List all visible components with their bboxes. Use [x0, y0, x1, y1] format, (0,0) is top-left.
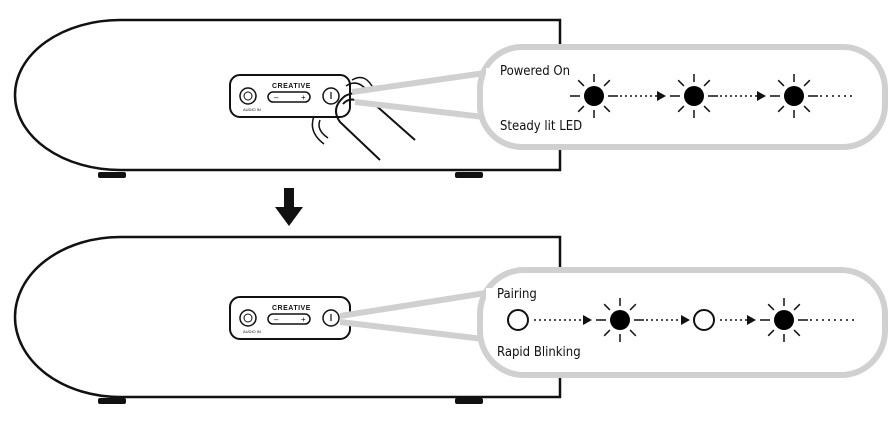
- state-title: Pairing: [497, 287, 537, 302]
- sequence-arrow: [534, 315, 592, 325]
- brand-label: CREATIVE: [272, 83, 311, 90]
- state-subtitle: Rapid Blinking: [497, 345, 581, 360]
- led-lit-icon: [770, 74, 818, 118]
- svg-text:+: +: [301, 315, 306, 324]
- led-sequence: [570, 74, 856, 118]
- foot-right: [455, 172, 483, 178]
- led-sequence: [507, 298, 856, 342]
- led-off-icon: [507, 309, 529, 331]
- callout-top: Powered On Steady lit LED: [351, 44, 888, 150]
- led-lit-icon: [596, 298, 644, 342]
- speaker-bottom: AUDIO IN CREATIVE – + Pairing Rapid Blin…: [13, 235, 888, 404]
- down-arrow-icon: [275, 188, 303, 226]
- svg-text:AUDIO IN: AUDIO IN: [243, 329, 261, 334]
- callout-bottom: Pairing Rapid Blinking: [339, 267, 888, 378]
- control-panel-bottom: AUDIO IN CREATIVE – +: [229, 296, 351, 340]
- speaker-top: AUDIO IN CREATIVE – + Powered On Steady …: [13, 18, 888, 178]
- led-lit-icon: [670, 74, 718, 118]
- state-title: Powered On: [500, 64, 570, 79]
- foot-right: [455, 398, 483, 404]
- sequence-arrow: [620, 91, 666, 101]
- volume-rocker: [267, 313, 311, 325]
- svg-text:–: –: [274, 93, 279, 102]
- control-panel-top: AUDIO IN CREATIVE – +: [229, 74, 351, 118]
- volume-rocker: [267, 91, 311, 103]
- sequence-arrow: [720, 315, 756, 325]
- sequence-arrow: [720, 91, 766, 101]
- state-subtitle: Steady lit LED: [500, 119, 582, 134]
- led-lit-icon: [760, 298, 808, 342]
- svg-text:–: –: [274, 315, 279, 324]
- led-off-icon: [693, 309, 715, 331]
- svg-text:+: +: [301, 93, 306, 102]
- brand-label: CREATIVE: [272, 305, 311, 312]
- svg-text:AUDIO IN: AUDIO IN: [243, 107, 261, 112]
- foot-left: [98, 172, 126, 178]
- sequence-arrow: [646, 315, 690, 325]
- led-lit-icon: [570, 74, 618, 118]
- foot-left: [98, 398, 126, 404]
